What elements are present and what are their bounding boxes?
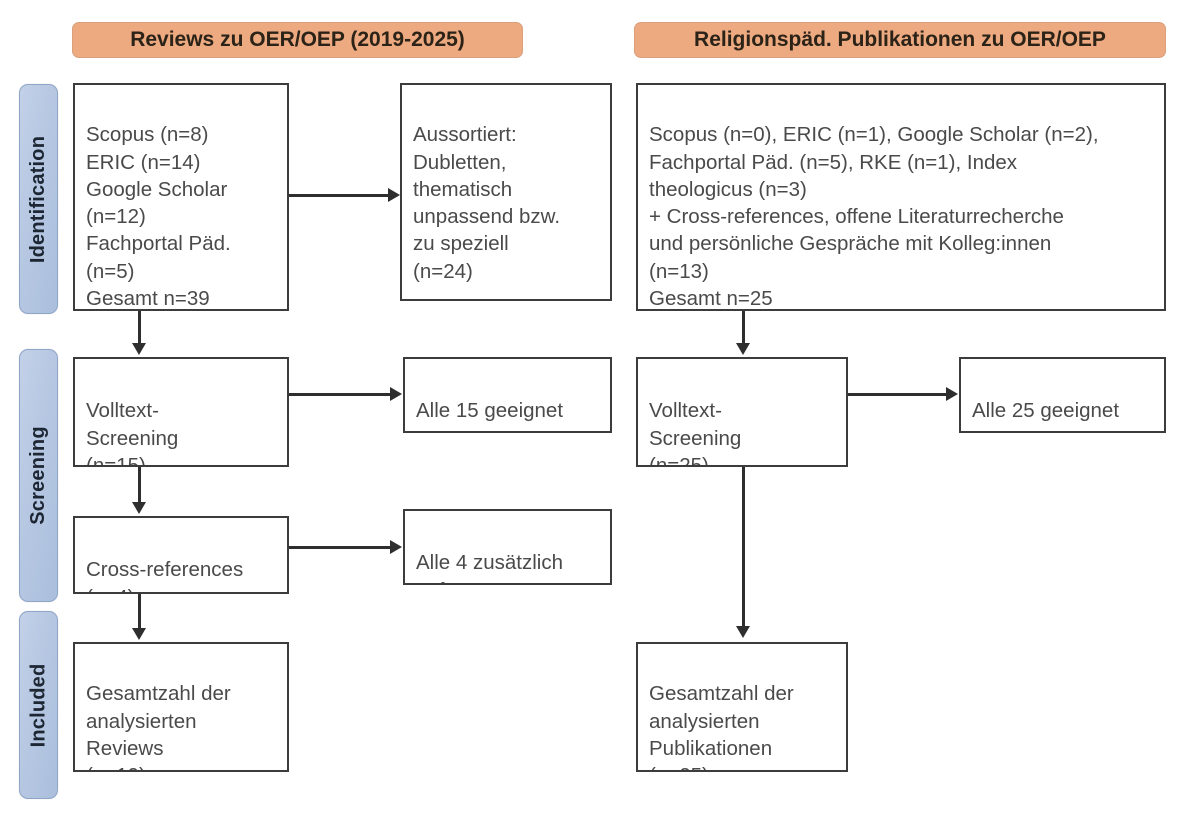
connector-left-identification-to-excluded <box>289 194 388 197</box>
box-left-crossrefs-text: Cross-references (n=4) <box>86 558 244 592</box>
connector-right-identification-to-screening <box>742 311 745 347</box>
connector-right-screening-to-included <box>742 467 745 630</box>
box-left-crossrefs-result-text: Alle 4 zusätzlich aufgenommen <box>416 551 563 583</box>
box-left-included-text: Gesamtzahl der analysierten Reviews (n=1… <box>86 682 231 770</box>
arrowhead-left-identification-to-screening <box>132 343 146 355</box>
column-banner-reviews: Reviews zu OER/OEP (2019-2025) <box>72 22 523 58</box>
box-left-crossrefs-result: Alle 4 zusätzlich aufgenommen <box>403 509 612 585</box>
stage-bar-identification: Identification <box>19 84 58 314</box>
box-left-identification-text: Scopus (n=8) ERIC (n=14) Google Scholar … <box>86 123 231 310</box>
connector-left-crossrefs-to-result <box>289 546 390 549</box>
box-left-crossrefs: Cross-references (n=4) <box>73 516 289 594</box>
box-left-excluded-text: Aussortiert: Dubletten, thematisch unpas… <box>413 123 561 283</box>
box-right-screening-result: Alle 25 geeignet <box>959 357 1166 433</box>
connector-left-crossrefs-to-included <box>138 594 141 632</box>
box-right-included-text: Gesamtzahl der analysierten Publikatione… <box>649 682 794 770</box>
connector-left-screening-to-crossrefs <box>138 467 141 506</box>
column-banner-reviews-label: Reviews zu OER/OEP (2019-2025) <box>130 28 465 51</box>
box-left-screening-result: Alle 15 geeignet <box>403 357 612 433</box>
arrowhead-left-crossrefs-to-result <box>390 540 402 554</box>
arrowhead-left-screening-to-result <box>390 387 402 401</box>
connector-right-screening-to-result <box>848 393 946 396</box>
box-left-excluded: Aussortiert: Dubletten, thematisch unpas… <box>400 83 612 301</box>
arrowhead-right-identification-to-screening <box>736 343 750 355</box>
stage-bar-screening: Screening <box>19 349 58 602</box>
box-left-screening-result-text: Alle 15 geeignet <box>416 399 564 423</box>
box-right-identification-text: Scopus (n=0), ERIC (n=1), Google Scholar… <box>649 123 1099 310</box>
box-right-screening-result-text: Alle 25 geeignet <box>972 399 1120 423</box>
connector-left-identification-to-screening <box>138 311 141 347</box>
box-left-included: Gesamtzahl der analysierten Reviews (n=1… <box>73 642 289 772</box>
box-left-screening: Volltext- Screening (n=15) <box>73 357 289 467</box>
column-banner-publikationen-label: Religionspäd. Publikationen zu OER/OEP <box>694 28 1106 51</box>
box-left-screening-text: Volltext- Screening (n=15) <box>86 399 179 467</box>
arrowhead-right-screening-to-result <box>946 387 958 401</box>
stage-label-identification: Identification <box>27 135 49 263</box>
stage-label-included: Included <box>27 663 50 747</box>
stage-label-screening: Screening <box>27 426 49 525</box>
connector-left-screening-to-result <box>289 393 390 396</box>
arrowhead-left-identification-to-excluded <box>388 188 400 202</box>
box-right-identification: Scopus (n=0), ERIC (n=1), Google Scholar… <box>636 83 1166 311</box>
column-banner-publikationen: Religionspäd. Publikationen zu OER/OEP <box>634 22 1166 58</box>
arrowhead-left-crossrefs-to-included <box>132 628 146 640</box>
box-right-included: Gesamtzahl der analysierten Publikatione… <box>636 642 848 772</box>
arrowhead-right-screening-to-included <box>736 626 750 638</box>
stage-bar-included: Included <box>19 611 58 799</box>
box-left-identification: Scopus (n=8) ERIC (n=14) Google Scholar … <box>73 83 289 311</box>
box-right-screening: Volltext- Screening (n=25) <box>636 357 848 467</box>
box-right-screening-text: Volltext- Screening (n=25) <box>649 399 742 467</box>
arrowhead-left-screening-to-crossrefs <box>132 502 146 514</box>
